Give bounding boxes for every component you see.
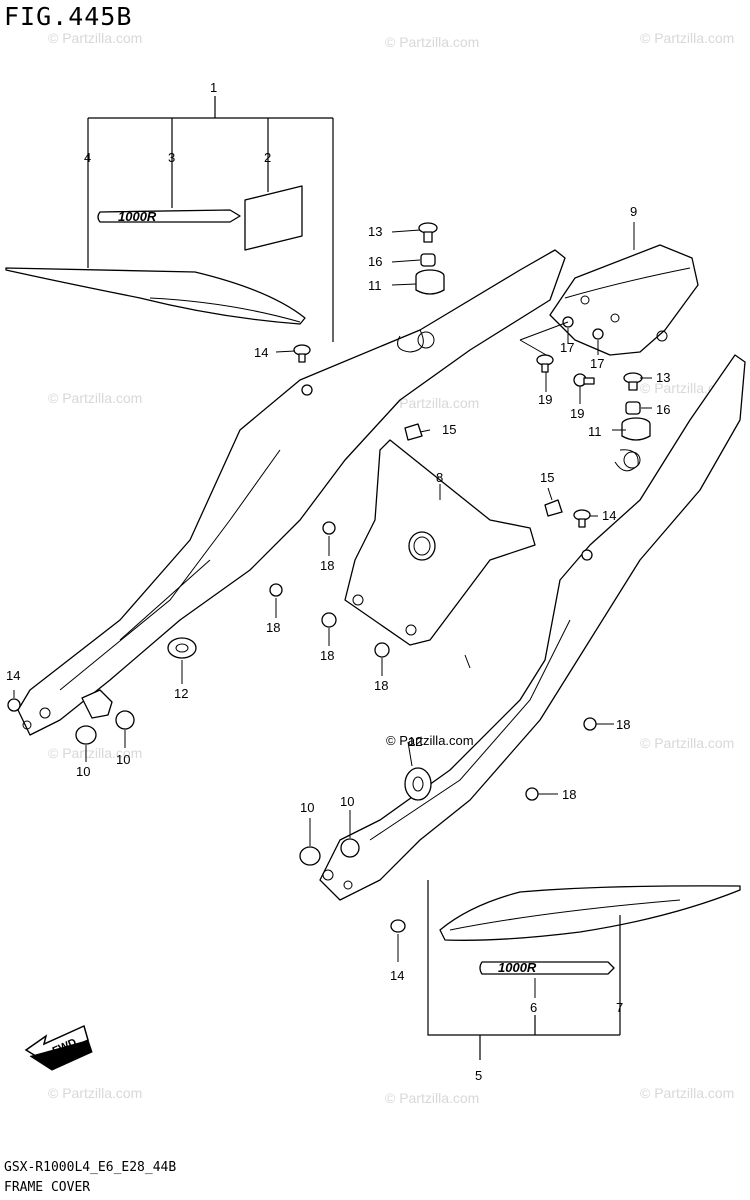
callout-12a: 12 (174, 686, 188, 701)
callout-7: 7 (616, 1000, 623, 1015)
leader-lines (13, 222, 652, 998)
callout-13a: 13 (368, 224, 382, 239)
callout-4: 4 (84, 150, 91, 165)
screw-14-lower-part (7, 698, 21, 712)
callout-1: 1 (210, 80, 217, 95)
callout-10b: 10 (76, 764, 90, 779)
callout-19a: 19 (538, 392, 552, 407)
callout-16b: 16 (656, 402, 670, 417)
watermark: © Partzilla.com (640, 735, 735, 751)
callout-11a: 11 (368, 278, 382, 293)
side-cover-right-part (439, 885, 741, 941)
emblem-left-text: 1000R (118, 209, 157, 224)
callout-18f: 18 (562, 787, 576, 802)
collar-16-part (420, 253, 436, 267)
grommet-12-right-part (404, 767, 432, 801)
watermark-highlight: © Partzilla.com (386, 733, 474, 748)
watermark: © Partzilla.com (640, 1085, 735, 1101)
nut-10-part (115, 710, 135, 730)
callout-14a: 14 (254, 345, 268, 360)
watermark: © Partzilla.com (48, 30, 143, 46)
diagram-code: GSX-R1000L4_E6_E28_44B (4, 1160, 177, 1175)
callout-18e: 18 (616, 717, 630, 732)
clip-17-right-part (592, 328, 604, 340)
callout-12b: 12 (408, 734, 422, 749)
callout-2: 2 (264, 150, 271, 165)
watermark: © Partzilla.com (48, 1085, 143, 1101)
clip-15-right-part (544, 499, 563, 517)
grommet-11-part (415, 269, 445, 295)
watermark: © Partzilla.com (48, 745, 143, 761)
callout-15b: 15 (540, 470, 554, 485)
callout-14c: 14 (6, 668, 20, 683)
emblem-left-part: 1000R (97, 209, 241, 224)
callout-13b: 13 (656, 370, 670, 385)
callout-11b: 11 (588, 424, 602, 439)
tail-cowl-part (549, 244, 699, 356)
callout-15a: 15 (442, 422, 456, 437)
watermark: © Partzilla.com (640, 30, 735, 46)
diagram-title: FRAME COVER (4, 1180, 91, 1195)
callout-18d: 18 (374, 678, 388, 693)
frame-cover-left-part (17, 249, 566, 736)
watermark: © Partzilla.com (48, 390, 143, 406)
callout-14b: 14 (602, 508, 616, 523)
screw-14-part (293, 344, 311, 363)
nut-10-part (75, 725, 97, 745)
screw-14-right-part (573, 509, 591, 528)
fwd-arrow-icon: FWD (24, 1024, 93, 1071)
side-cover-left-part (5, 267, 306, 325)
watermark: © Partzilla.com (385, 395, 480, 411)
pushpin-18-part (269, 583, 283, 597)
screw-19-part (536, 354, 554, 373)
callout-17b: 17 (590, 356, 604, 371)
callout-10a: 10 (116, 752, 130, 767)
callout-8: 8 (436, 470, 443, 485)
callout-6: 6 (530, 1000, 537, 1015)
callout-18c: 18 (320, 648, 334, 663)
label-plate-part (244, 185, 303, 251)
pushpin-18-part (322, 521, 336, 535)
screw-13-part (418, 222, 438, 243)
callout-10d: 10 (300, 800, 314, 815)
pushpin-18-part (321, 612, 337, 628)
nut-10-part (340, 838, 360, 858)
emblem-right-part: 1000R (479, 960, 615, 975)
frame-cover-right-part (319, 354, 746, 901)
screw-14-lower-right-part (390, 919, 406, 933)
center-undertray-part (344, 439, 536, 646)
pushpin-18-part (583, 717, 597, 731)
callout-5: 5 (475, 1068, 482, 1083)
callout-10c: 10 (340, 794, 354, 809)
pushpin-18-part (374, 642, 390, 658)
pushpin-18-part (525, 787, 539, 801)
emblem-right-text: 1000R (498, 960, 537, 975)
watermark: © Partzilla.com (385, 34, 480, 50)
watermark: © Partzilla.com (385, 1090, 480, 1106)
callout-19b: 19 (570, 406, 584, 421)
screw-19-right-part (573, 373, 595, 387)
callout-3: 3 (168, 150, 175, 165)
screw-13-right-part (623, 372, 643, 391)
callout-9: 9 (630, 204, 637, 219)
callout-16a: 16 (368, 254, 382, 269)
figure-title: FIG.445B (4, 2, 133, 31)
clip-15-part (404, 423, 423, 441)
collar-16-right-part (625, 401, 641, 415)
grommet-12-part (167, 637, 197, 659)
callout-14d: 14 (390, 968, 404, 983)
callout-18a: 18 (320, 558, 334, 573)
callout-17a: 17 (560, 340, 574, 355)
grommet-11-right-part (621, 417, 651, 441)
nut-10-part (299, 846, 321, 866)
callout-18b: 18 (266, 620, 280, 635)
